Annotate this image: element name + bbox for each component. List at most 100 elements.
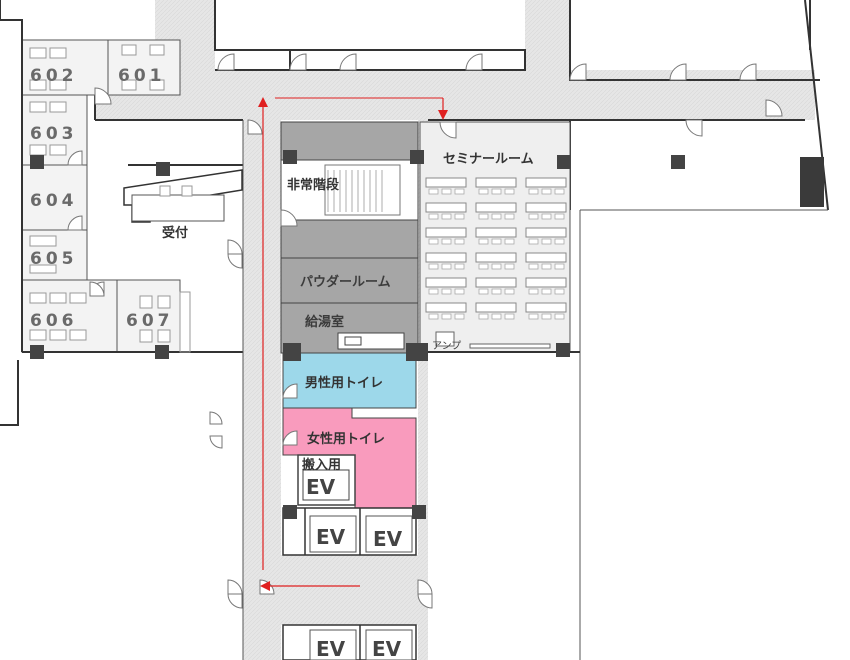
seminar-chair <box>491 213 502 220</box>
seminar-chair <box>491 288 502 295</box>
elevator-4-label: EV <box>372 637 402 660</box>
seminar-chair <box>454 263 465 270</box>
seminar-chair <box>504 238 515 245</box>
seminar-chair <box>554 263 565 270</box>
seminar-desk <box>525 252 567 263</box>
seminar-chair <box>428 288 439 295</box>
seminar-chair <box>441 213 452 220</box>
seminar-desk <box>425 277 467 288</box>
elevator-3-label: EV <box>316 637 346 660</box>
seminar-chair <box>428 238 439 245</box>
amp-label: アンプ <box>432 340 461 352</box>
seminar-chair <box>528 238 539 245</box>
seminar-chair <box>541 288 552 295</box>
seminar-chair <box>478 263 489 270</box>
seminar-chair <box>441 263 452 270</box>
seminar-chair <box>541 313 552 320</box>
seminar-chair <box>441 238 452 245</box>
seminar-desk <box>525 227 567 238</box>
seminar-chair <box>528 188 539 195</box>
seminar-chair <box>554 288 565 295</box>
labels: 602 601 603 604 605 606 607 受付 非常階段 セミナー… <box>30 66 534 660</box>
seminar-chair <box>554 188 565 195</box>
seminar-chair <box>504 213 515 220</box>
elevator-1-label: EV <box>316 525 346 549</box>
seminar-chair <box>491 188 502 195</box>
service-core <box>280 121 419 354</box>
seminar-chair <box>554 313 565 320</box>
seminar-chair <box>504 263 515 270</box>
seminar-chair <box>478 313 489 320</box>
seminar-chair <box>554 213 565 220</box>
mens-toilet-label: 男性用トイレ <box>305 375 383 391</box>
toilets <box>282 352 417 509</box>
seminar-chair <box>428 313 439 320</box>
seminar-chair <box>441 313 452 320</box>
seminar-chair <box>491 313 502 320</box>
seminar-chair <box>541 213 552 220</box>
seminar-desk <box>475 227 517 238</box>
freight-elevator-ev: EV <box>306 475 336 499</box>
room-602-label: 602 <box>30 66 78 86</box>
seminar-chair <box>504 188 515 195</box>
reception-label: 受付 <box>162 225 188 241</box>
pillars <box>30 150 824 519</box>
seminar-chair <box>528 213 539 220</box>
kitchenette-label: 給湯室 <box>305 314 344 330</box>
reception-counter <box>123 169 243 223</box>
seminar-chair <box>441 288 452 295</box>
seminar-chair <box>478 238 489 245</box>
elevators <box>282 507 417 660</box>
room-606-label: 606 <box>30 311 78 331</box>
seminar-desk <box>525 202 567 213</box>
seminar-chair <box>428 263 439 270</box>
seminar-chair <box>504 313 515 320</box>
seminar-chair <box>478 213 489 220</box>
seminar-chair <box>541 238 552 245</box>
seminar-chair <box>491 238 502 245</box>
seminar-desk <box>475 252 517 263</box>
seminar-desk <box>425 202 467 213</box>
seminar-chair <box>541 263 552 270</box>
seminar-chair <box>441 188 452 195</box>
seminar-desk <box>425 227 467 238</box>
powder-room-label: パウダールーム <box>300 274 391 290</box>
emergency-stairs-label: 非常階段 <box>287 177 339 193</box>
seminar-room <box>419 121 580 353</box>
room-604-label: 604 <box>30 191 78 211</box>
room-601-label: 601 <box>118 66 166 86</box>
seminar-chair <box>491 263 502 270</box>
seminar-desk <box>525 302 567 313</box>
seminar-chair <box>528 288 539 295</box>
seminar-desk <box>425 177 467 188</box>
seminar-desk <box>475 302 517 313</box>
seminar-desk <box>525 277 567 288</box>
room-607-label: 607 <box>126 311 174 331</box>
doors <box>67 53 783 609</box>
seminar-desk <box>425 302 467 313</box>
seminar-chair <box>454 188 465 195</box>
seminar-chair <box>454 238 465 245</box>
seminar-chair <box>454 213 465 220</box>
seminar-chair <box>478 288 489 295</box>
seminar-chair <box>478 188 489 195</box>
seminar-chair <box>428 213 439 220</box>
seminar-desk <box>475 177 517 188</box>
seminar-desk <box>425 252 467 263</box>
evacuation-route <box>258 97 448 591</box>
room-605-label: 605 <box>30 249 78 269</box>
seminar-chair <box>428 188 439 195</box>
seminar-desk <box>475 277 517 288</box>
seminar-desk <box>525 177 567 188</box>
seminar-chair <box>541 188 552 195</box>
seminar-chair <box>454 288 465 295</box>
seminar-desk <box>475 202 517 213</box>
seminar-chair <box>528 263 539 270</box>
room-603-label: 603 <box>30 124 78 144</box>
seminar-chair <box>504 288 515 295</box>
elevator-2-label: EV <box>373 527 403 551</box>
freight-elevator-label: 搬入用 <box>302 457 341 473</box>
seminar-chair <box>554 238 565 245</box>
corridors <box>95 0 815 660</box>
